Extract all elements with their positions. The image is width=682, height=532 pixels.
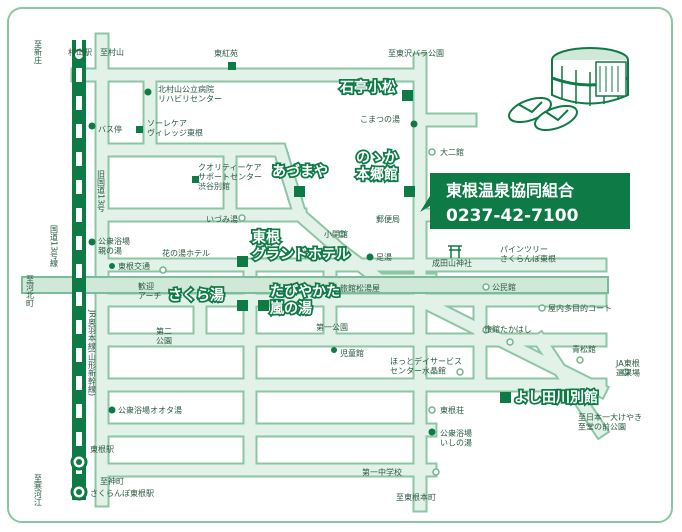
- onsen-tub-icon: [551, 47, 629, 106]
- lm-naridasan: 成田山神社: [432, 258, 472, 268]
- lm-hospital: 北村山公立病院リハビリセンター: [158, 84, 222, 104]
- lm-otayu: 公衆浴場オオタ湯: [118, 405, 182, 415]
- sandals-icon: [508, 96, 578, 132]
- direction-labels: 至新庄 至村山 至東沢バラ公園 至河北町 至寒河江 至神町 至東根本町 至日本一…: [26, 40, 643, 507]
- lm-junior-high: 第一中学校: [362, 467, 402, 477]
- lm-matsuyu: 旅館松湯屋: [340, 283, 380, 293]
- inn-azumaya: あづまや: [272, 163, 328, 180]
- lm-hotto: ほっとデイサービスセンター水晶館: [390, 356, 462, 376]
- jr-line-label: JR奥羽本線(山形新幹線): [88, 309, 97, 396]
- association-box: 東根温泉協同組合 0237-42-7100: [420, 173, 630, 229]
- inn-grand-hotel: 東根グランドホテル: [252, 229, 350, 263]
- station-sakuranbo: [70, 483, 88, 501]
- lm-post-office: 郵便局: [376, 214, 400, 224]
- lm-ishinoyu: 公衆浴場いしの湯: [440, 428, 472, 448]
- label-route13: 国道13号線: [50, 225, 59, 267]
- label-sakuranbo-station: さくらんぼ東根駅: [90, 488, 154, 498]
- inn-yoshidagawa: よし田川別館: [514, 389, 598, 406]
- label-murayama-station: 村山駅: [68, 47, 92, 57]
- station-murayama: [73, 49, 85, 61]
- inn-nonoka: のゝか本郷館: [356, 150, 398, 183]
- dir-sagae: 至寒河江: [34, 474, 43, 507]
- lm-pine-tree: パインツリーさくらんぼ東根: [500, 245, 556, 264]
- lm-public-bath-oya: 公衆浴場親の湯: [98, 236, 130, 256]
- dir-shinjo: 至新庄: [34, 40, 43, 65]
- railway-line: [72, 40, 86, 500]
- lm-komatsu-yu: こまつの湯: [360, 114, 400, 124]
- inn-labels: 石亭小松 あづまや のゝか本郷館 東根グランドホテル さくら湯 たびやかた嵐の湯…: [166, 77, 600, 408]
- lm-koshinkan: 小関館: [324, 229, 348, 239]
- dir-higashine-honmachi: 至東根本町: [396, 492, 436, 502]
- lm-jidokan: 児童館: [340, 348, 364, 358]
- lm-quality-care: クオリティーケアサポートセンター渋谷別館: [198, 163, 262, 191]
- dir-murayama: 至村山: [100, 47, 124, 57]
- label-old-route13: 旧国道13号: [97, 170, 106, 213]
- label-higashine-station: 東根駅: [90, 444, 114, 454]
- inn-tabiyakata: たびやかた嵐の湯: [269, 284, 340, 317]
- lm-hananoyu: 花の湯ホテル: [162, 248, 210, 258]
- lm-izumi-yu: いづみ湯: [206, 214, 238, 224]
- lm-kominkan: 公民館: [492, 282, 516, 292]
- lm-yakuba: 屋内多目的コート: [548, 303, 612, 313]
- lm-kotsu: 東根交通: [118, 261, 150, 271]
- lm-ashiyu: 足湯: [376, 252, 392, 262]
- lm-ja: JA東根選果場: [615, 358, 640, 378]
- dir-keyaki: 至日本一大けやき至堂の前公園: [578, 412, 642, 432]
- markers: [88, 62, 630, 476]
- lm-hakusan: 東根荘: [440, 405, 464, 415]
- dir-kahoku: 至河北町: [26, 275, 35, 307]
- association-phone: 0237-42-7100: [446, 206, 579, 226]
- lm-sole-care: ソーレケアヴィレッジ東根: [147, 119, 203, 138]
- inn-sakurayu: さくら湯: [168, 287, 224, 304]
- lm-daini: 大二館: [440, 147, 464, 157]
- station-higashine: [70, 453, 88, 471]
- association-name: 東根温泉協同組合: [446, 181, 575, 200]
- lm-park2: 第二公園: [156, 326, 172, 346]
- dir-jinmachi: 至神町: [100, 476, 124, 486]
- inn-sekitei-komatsu: 石亭小松: [339, 79, 396, 96]
- lm-park1: 第一公園: [316, 322, 348, 332]
- lm-takahashi: 旅館たかはし: [484, 324, 532, 334]
- shrine-icon: [448, 245, 462, 258]
- lm-arch: 歓迎アーチ: [138, 281, 162, 301]
- lm-aoi: 青松館: [572, 344, 596, 354]
- dir-higashizawa: 至東沢バラ公園: [388, 48, 444, 58]
- landmark-labels: 東紅苑 北村山公立病院リハビリセンター バス停 ソーレケアヴィレッジ東根 クオリ…: [98, 48, 640, 477]
- lm-bus-stop: バス停: [98, 124, 122, 134]
- lm-higashi-koen: 東紅苑: [214, 48, 238, 58]
